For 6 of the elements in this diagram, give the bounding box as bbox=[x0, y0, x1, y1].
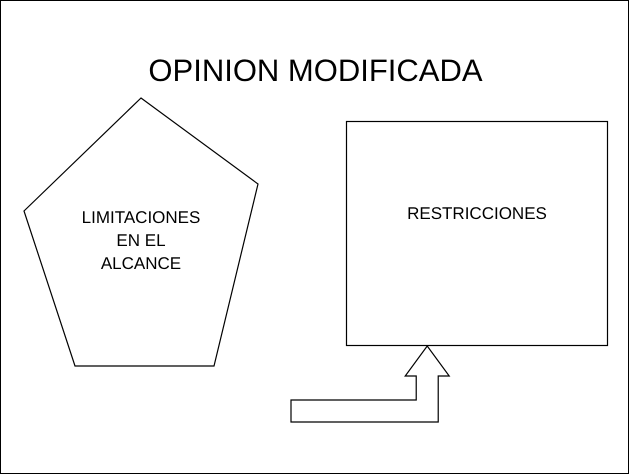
pentagon-shape bbox=[23, 97, 259, 367]
block-arrow bbox=[290, 344, 450, 423]
node-label: RESTRICCIONES bbox=[406, 203, 548, 225]
rectangle-box bbox=[346, 121, 608, 346]
title: OPINION MODIFICADA bbox=[147, 53, 484, 89]
node-label: LIMITACIONES EN EL ALCANCE bbox=[80, 206, 202, 274]
